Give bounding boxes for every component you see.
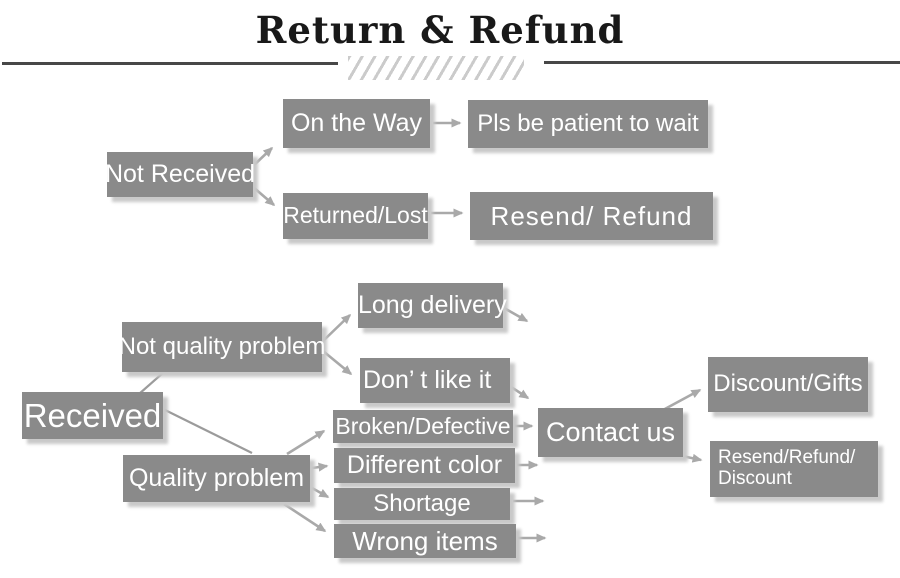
- node-received: Received: [22, 392, 163, 439]
- node-wrong-items: Wrong items: [334, 524, 516, 558]
- node-contact-us: Contact us: [538, 408, 683, 457]
- divider-right: [544, 61, 900, 64]
- node-different-color: Different color: [334, 448, 515, 483]
- node-returned-lost: Returned/Lost: [283, 193, 428, 239]
- node-resend-refund-discount-line2: Discount: [718, 468, 792, 489]
- page-title: Return & Refund: [255, 8, 625, 52]
- node-dont-like-it: Don’ t like it: [360, 358, 510, 403]
- node-broken-defective: Broken/Defective: [333, 410, 513, 443]
- node-discount-gifts: Discount/Gifts: [708, 357, 868, 412]
- node-resend-refund: Resend/ Refund: [470, 192, 713, 240]
- divider-hatch-pattern: [348, 56, 524, 80]
- node-not-quality-problem: Not quality problem: [119, 322, 325, 372]
- node-long-delivery: Long delivery: [358, 283, 507, 328]
- node-on-the-way: On the Way: [283, 99, 430, 148]
- node-resend-refund-discount: Resend/Refund/ Discount: [710, 441, 878, 497]
- node-not-received: Not Received: [105, 152, 255, 197]
- node-shortage: Shortage: [334, 488, 510, 520]
- node-pls-be-patient: Pls be patient to wait: [468, 100, 708, 148]
- node-quality-problem: Quality problem: [123, 455, 310, 502]
- divider-left: [2, 62, 338, 65]
- node-resend-refund-discount-line1: Resend/Refund/: [718, 447, 856, 469]
